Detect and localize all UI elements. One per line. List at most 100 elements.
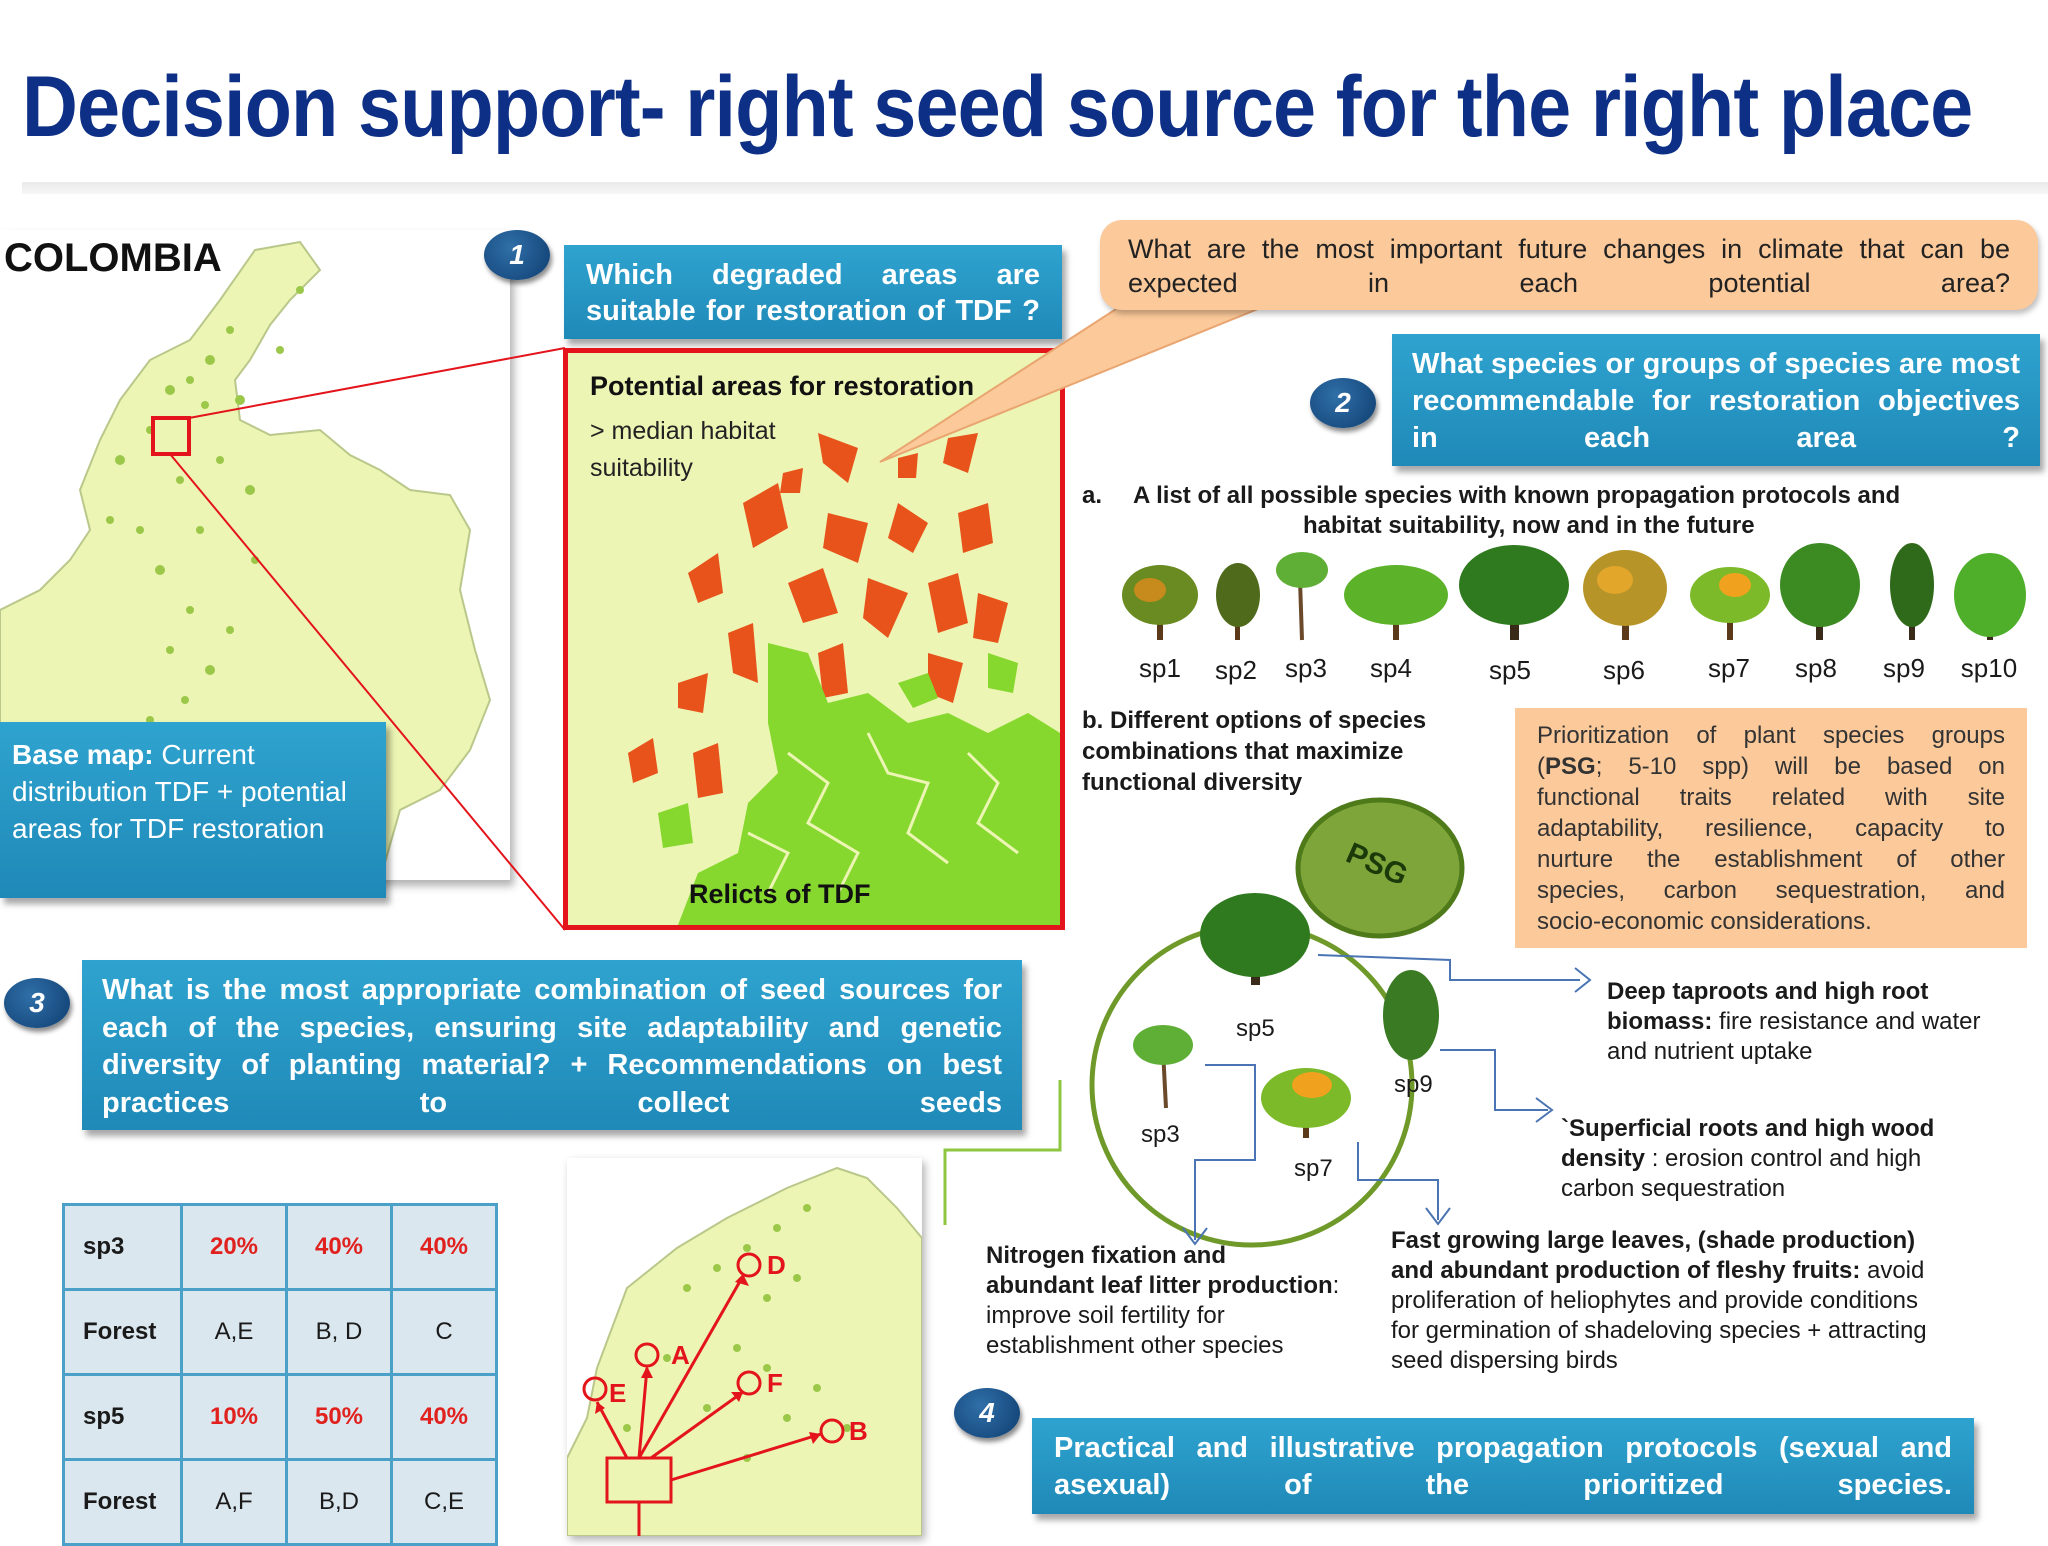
- table-cell: Forest: [62, 1288, 183, 1376]
- trait-fast-bold-2: and abundant production of fleshy fruits…: [1391, 1257, 1861, 1284]
- inset-subtitle-line-2: suitability: [590, 454, 693, 482]
- trait-nitrogen-fixation: Nitrogen fixation and abundant leaf litt…: [986, 1241, 1386, 1361]
- trait-nit-bold-2: abundant leaf litter production: [986, 1272, 1333, 1299]
- restoration-inset: Potential areas for restoration > median…: [563, 348, 1065, 930]
- table-cell: sp3: [62, 1203, 183, 1291]
- table-row: Forest A,E B, D C: [62, 1288, 498, 1376]
- page-title: Decision support- right seed source for …: [22, 59, 1973, 155]
- species-label-sp5: sp5: [1489, 655, 1531, 685]
- table-row: sp3 20% 40% 40%: [62, 1203, 498, 1291]
- trait-sup-rest-2: : erosion control and high: [1645, 1145, 1922, 1172]
- species-label-sp3: sp3: [1285, 653, 1327, 683]
- table-cell: 40%: [285, 1203, 393, 1291]
- species-label-sp6: sp6: [1603, 655, 1645, 685]
- seed-source-map-panel: D A E F B: [567, 1158, 922, 1536]
- species-label-sp1: sp1: [1139, 653, 1181, 683]
- table-cell: 40%: [390, 1203, 498, 1291]
- trait-nit-rest-3: improve soil fertility for: [986, 1302, 1225, 1329]
- psg-label-sp3: sp3: [1141, 1121, 1180, 1148]
- base-map-label: Base map: Current distribution TDF + pot…: [0, 722, 386, 898]
- psg-prioritization-note: Prioritization of plant species groups (…: [1515, 708, 2027, 948]
- table-cell: B, D: [285, 1288, 393, 1376]
- tree-sp2: [1216, 563, 1260, 640]
- question-4-box: Practical and illustrative propagation p…: [1032, 1418, 1974, 1514]
- source-label-a: A: [671, 1340, 690, 1370]
- trait-sup-rest-3: carbon sequestration: [1561, 1175, 1786, 1202]
- trait-fast-bold-1: Fast growing large leaves, (shade produc…: [1391, 1227, 1916, 1254]
- species-labels-row: sp1 sp2 sp3 sp4 sp5 sp6 sp7 sp8 sp9 sp10: [1120, 650, 2040, 690]
- trait-fast-growing: Fast growing large leaves, (shade produc…: [1391, 1226, 2021, 1376]
- psg-note-abbrev: PSG: [1545, 753, 1596, 780]
- source-label-f: F: [767, 1368, 783, 1398]
- inset-subtitle-line-1: > median habitat: [590, 417, 776, 445]
- tree-sp9: [1890, 543, 1934, 640]
- question-3-box: What is the most appropriate combination…: [82, 960, 1022, 1130]
- species-label-sp2: sp2: [1215, 655, 1257, 685]
- seed-source-table: sp3 20% 40% 40% Forest A,E B, D C sp5 10…: [62, 1203, 498, 1546]
- table-cell: Forest: [62, 1458, 183, 1546]
- trait-nit-bold-1: Nitrogen fixation and: [986, 1242, 1226, 1269]
- restoration-inset-map: [628, 433, 1060, 925]
- trait-nit-rest-2: :: [1332, 1272, 1340, 1299]
- trait-sup-bold-2: density: [1561, 1145, 1646, 1172]
- base-map-label-text: Current distribution TDF + potential are…: [12, 739, 347, 844]
- psg-tree-sp5: [1200, 893, 1310, 985]
- psg-tree-sp3: [1133, 1025, 1193, 1109]
- list-b-line-2: combinations that maximize: [1082, 738, 1404, 765]
- step-3-badge: 3: [4, 978, 70, 1028]
- colombia-map: [0, 240, 492, 881]
- base-map-label-bold: Base map:: [12, 739, 154, 770]
- species-label-sp4: sp4: [1370, 653, 1412, 683]
- psg-tree-sp9: [1383, 970, 1439, 1060]
- colombia-label: COLOMBIA: [4, 236, 222, 280]
- psg-label-sp9: sp9: [1394, 1071, 1433, 1098]
- psg-note-line-7: socio-economic considerations.: [1537, 908, 1872, 935]
- table-cell: A,E: [180, 1288, 288, 1376]
- table-cell: C: [390, 1288, 498, 1376]
- trait-fast-rest-5: seed dispersing birds: [1391, 1347, 1618, 1374]
- psg-note-line-6: species, carbon sequestration, and: [1537, 877, 2005, 904]
- table-cell: A,F: [180, 1458, 288, 1546]
- climate-question-callout: What are the most important future chang…: [1100, 220, 2038, 310]
- species-label-sp9: sp9: [1883, 653, 1925, 683]
- psg-note-line-1: Prioritization of plant species groups: [1537, 722, 2005, 749]
- question-1-box: Which degraded areas are suitable for re…: [564, 245, 1062, 339]
- psg-label-sp7: sp7: [1294, 1155, 1333, 1182]
- tree-sp3: [1276, 552, 1328, 641]
- tree-sp8: [1780, 543, 1860, 640]
- table-cell: sp5: [62, 1373, 183, 1461]
- trait-sup-bold-1: `Superficial roots and high wood: [1561, 1115, 1935, 1142]
- list-a-line-1: A list of all possible species with know…: [1133, 482, 1901, 509]
- step-1-badge: 1: [484, 230, 550, 280]
- tree-sp6: [1583, 550, 1667, 640]
- species-label-sp10: sp10: [1960, 653, 2018, 683]
- table-cell: 20%: [180, 1203, 288, 1291]
- psg-note-paren: (: [1537, 753, 1545, 780]
- trait-fast-rest-4: for germination of shadeloving species +…: [1391, 1317, 1927, 1344]
- psg-note-line-4: adaptability, resilience, capacity to: [1537, 815, 2005, 842]
- psg-note-line-5: nurture the establishment of other: [1537, 846, 2005, 873]
- psg-note-line-2: (PSG; 5-10 spp) will be based on: [1537, 751, 2005, 782]
- step-2-badge: 2: [1310, 378, 1376, 428]
- table-cell: C,E: [390, 1458, 498, 1546]
- psg-label-sp5: sp5: [1236, 1015, 1275, 1042]
- trait-nit-rest-4: establishment other species: [986, 1332, 1284, 1359]
- seed-source-map: [567, 1166, 922, 1536]
- trait-fast-rest-2: avoid: [1860, 1257, 1925, 1284]
- tree-sp10: [1954, 553, 2026, 640]
- step-4-badge: 4: [954, 1388, 1020, 1438]
- table-cell: B,D: [285, 1458, 393, 1546]
- trait-deep-rest-2: fire resistance and water: [1712, 1008, 1981, 1035]
- trait-fast-rest-3: proliferation of heliophytes and provide…: [1391, 1287, 1919, 1314]
- source-label-d: D: [767, 1250, 786, 1280]
- species-label-sp7: sp7: [1708, 653, 1750, 683]
- list-b: b. Different options of species combinat…: [1082, 705, 1426, 798]
- trait-superficial-roots: `Superficial roots and high wood density…: [1561, 1114, 2031, 1204]
- trait-deep-bold-1: Deep taproots and high root: [1607, 978, 1929, 1005]
- trait-deep-rest-3: and nutrient uptake: [1607, 1038, 1813, 1065]
- list-b-line-3: functional diversity: [1082, 769, 1303, 796]
- inset-title: Potential areas for restoration: [590, 371, 975, 401]
- question-2-box: What species or groups of species are mo…: [1392, 334, 2040, 466]
